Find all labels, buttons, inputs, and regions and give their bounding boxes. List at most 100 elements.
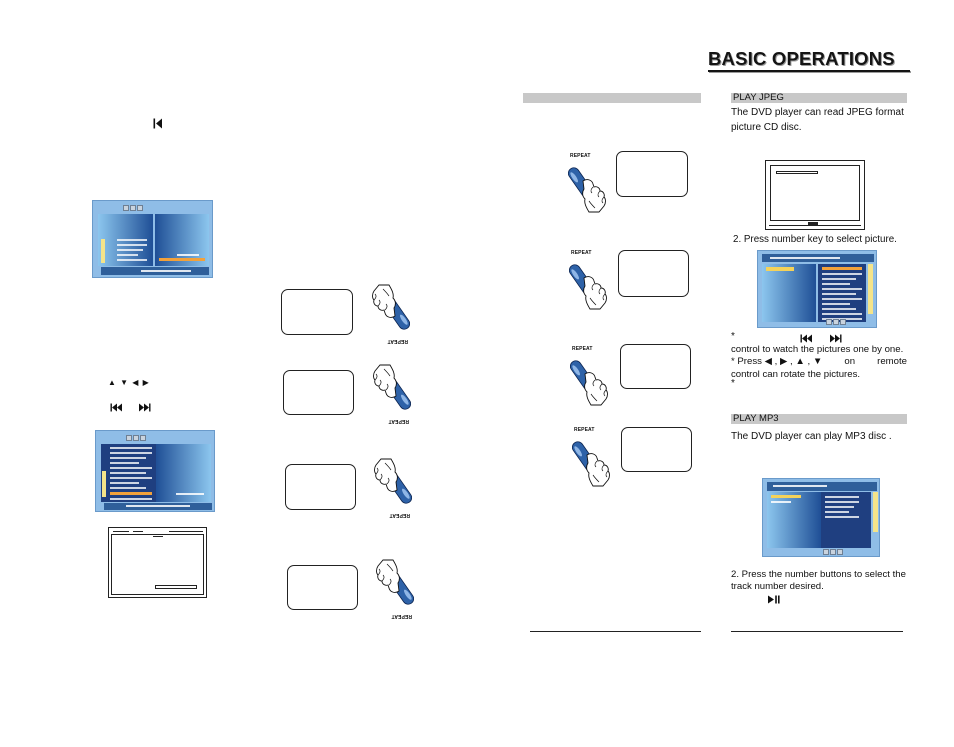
section-bar [523,93,701,103]
display-box [281,289,353,335]
dvd-menu-screenshot [95,430,215,512]
tv-screen-diagram [108,527,207,598]
skip-previous-icon [110,403,122,412]
list-row [825,496,859,498]
jpeg-note-2: control to watch the pictures one by one… [731,344,904,355]
skip-back-icon [153,118,162,129]
tv-screen-diagram [765,160,865,230]
jpeg-note-1-star: * [731,331,735,342]
list-row [110,467,152,469]
list-row [117,244,147,246]
mp3-step-2-line-1: 2. Press the number buttons to select th… [731,569,906,580]
nav-buttons [823,549,843,555]
preview-panel [156,444,211,502]
scrollbar [873,492,878,532]
remote-hand-icon: REPEAT [568,153,610,213]
list-row [822,293,856,295]
list-row [825,511,849,513]
jpeg-intro-line-1: The DVD player can read JPEG format [731,107,904,118]
list-row [822,308,856,310]
jpeg-intro-line-2: picture CD disc. [731,122,802,133]
dvd-menu-screenshot [92,200,213,278]
remote-hand-icon: REPEAT [572,427,614,487]
display-box [620,344,691,389]
repeat-label: REPEAT [570,153,591,159]
jpeg-step-2: 2. Press number key to select picture. [733,234,897,245]
skip-next-icon [139,403,151,412]
direction-arrows: ▲ ▼ ◀ ▶ [108,378,150,387]
list-row [825,516,859,518]
display-box [616,151,688,197]
remote-hand-icon: REPEAT [370,458,412,518]
list-row [117,239,147,241]
list-row [110,487,146,489]
list-row [110,477,152,479]
skip-previous-icon [800,334,812,343]
repeat-label: REPEAT [574,427,595,433]
remote-hand-icon: REPEAT [369,364,411,424]
list-row [822,278,856,280]
list-row [822,298,862,300]
jpeg-browser-screenshot [757,250,877,328]
jpeg-note-3-on: on [844,356,856,367]
list-row [110,457,146,459]
scrollbar [102,471,106,497]
list-row [117,249,143,251]
list-row [825,501,859,503]
repeat-label: REPEAT [572,346,593,352]
nav-buttons [123,205,143,211]
list-row [110,498,152,500]
jpeg-note-5-star: * [731,378,735,389]
title-underline [708,70,910,72]
remote-hand-icon: REPEAT [570,346,612,406]
list-rows [117,239,147,261]
jpeg-note-3-remote: remote [877,356,907,367]
scrollbar [868,264,873,314]
play-pause-icon [768,595,780,604]
list-rows [825,496,859,518]
preview-panel [155,214,209,266]
list-row [117,254,138,256]
display-box [287,565,358,610]
mp3-step-2-line-2: track number desired. [731,581,824,592]
list-row [822,273,862,275]
list-row [822,313,862,315]
list-row [110,462,140,464]
skip-next-icon [830,334,842,343]
page-title: BASIC OPERATIONS [708,48,895,69]
list-row [825,506,854,508]
remote-hand-icon: REPEAT [372,559,414,619]
jpeg-note-3-press: * Press ◀ , ▶ , ▲ , ▼ [731,356,823,367]
nav-buttons [126,435,146,441]
divider [530,631,701,632]
list-row [110,452,152,454]
list-row [117,259,147,261]
display-box [283,370,354,415]
list-row-selected [110,492,152,495]
display-box [621,427,692,472]
section-heading-play-jpeg: PLAY JPEG [731,93,907,103]
list-row [822,303,850,305]
nav-buttons [826,319,846,325]
mp3-intro: The DVD player can play MP3 disc . [731,431,892,442]
list-row [822,283,850,285]
jpeg-note-4: control can rotate the pictures. [731,369,861,380]
remote-hand-icon: REPEAT [368,284,410,344]
jpeg-note-3: * Press ◀ , ▶ , ▲ , ▼ on remote [731,356,907,368]
list-row-selected [822,267,862,270]
divider [731,631,903,632]
display-box [618,250,689,297]
list-row [110,482,140,484]
repeat-label: REPEAT [571,250,592,256]
display-box [285,464,356,510]
remote-hand-icon: REPEAT [569,250,611,310]
list-rows [822,267,862,320]
list-rows [110,447,152,500]
list-row [822,288,862,290]
mp3-browser-screenshot [762,478,880,557]
list-row [110,447,152,449]
folder-panel [762,264,816,322]
scrollbar [101,239,105,263]
section-heading-play-mp3: PLAY MP3 [731,414,907,424]
list-row [110,472,146,474]
